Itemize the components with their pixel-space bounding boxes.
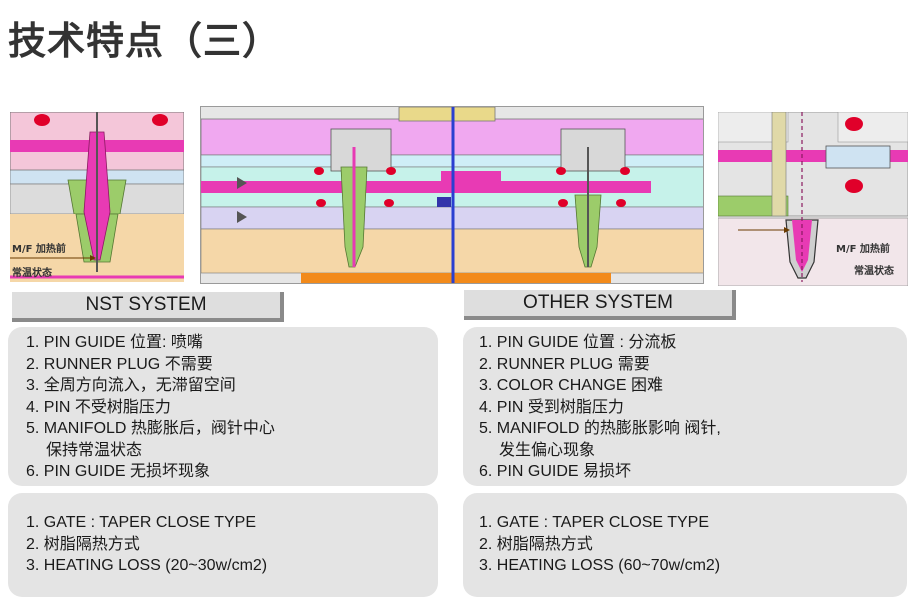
page-title: 技术特点（三） bbox=[8, 19, 282, 63]
list-item: 3. HEATING LOSS (20~30w/cm2) bbox=[26, 557, 268, 574]
other-features-box: 1. PIN GUIDE 位置 : 分流板 2. RUNNER PLUG 需要 … bbox=[463, 327, 907, 486]
list-item: 3. 全周方向流入，无滞留空间 bbox=[26, 377, 236, 394]
other-specs-box: 1. GATE : TAPER CLOSE TYPE 2. 树脂隔热方式 3. … bbox=[463, 493, 907, 597]
other-features-list: 1. PIN GUIDE 位置 : 分流板 2. RUNNER PLUG 需要 … bbox=[479, 332, 907, 483]
other-specs-list: 1. GATE : TAPER CLOSE TYPE 2. 树脂隔热方式 3. … bbox=[479, 512, 907, 577]
other-nozzle-diagram: M/F 加热前 常温状态 bbox=[718, 112, 908, 286]
list-item: 5. MANIFOLD 热膨胀后，阀针中心保持常温状态 bbox=[26, 420, 275, 459]
hot-runner-drawing bbox=[201, 107, 703, 283]
list-item: 2. 树脂隔热方式 bbox=[479, 535, 593, 553]
list-item: 3. HEATING LOSS (60~70w/cm2) bbox=[479, 557, 721, 574]
list-item: 3. COLOR CHANGE 困难 bbox=[479, 377, 664, 394]
right-label-before-heating: M/F 加热前 bbox=[836, 244, 890, 255]
list-item: 2. RUNNER PLUG 不需要 bbox=[26, 355, 213, 373]
nst-nozzle-diagram: M/F 加热前 常温状态 bbox=[10, 112, 184, 282]
nst-features-box: 1. PIN GUIDE 位置: 喷嘴 2. RUNNER PLUG 不需要 3… bbox=[8, 327, 438, 486]
list-item: 1. PIN GUIDE 位置: 喷嘴 bbox=[26, 334, 203, 351]
list-item: 1. PIN GUIDE 位置 : 分流板 bbox=[479, 334, 677, 351]
nst-specs-box: 1. GATE : TAPER CLOSE TYPE 2. 树脂隔热方式 3. … bbox=[8, 493, 438, 597]
list-item: 2. 树脂隔热方式 bbox=[26, 535, 140, 553]
left-label-room-temp: 常温状态 bbox=[12, 268, 52, 279]
other-system-header: OTHER SYSTEM bbox=[464, 290, 736, 320]
other-nozzle-drawing bbox=[718, 112, 908, 286]
list-item: 1. GATE : TAPER CLOSE TYPE bbox=[479, 514, 709, 531]
list-item: 5. MANIFOLD 的热膨胀影响 阀针,发生偏心现象 bbox=[479, 420, 721, 459]
nst-nozzle-drawing bbox=[10, 112, 184, 282]
list-item: 4. PIN 受到树脂压力 bbox=[479, 398, 624, 416]
nst-system-header: NST SYSTEM bbox=[12, 292, 284, 322]
list-item: 4. PIN 不受树脂压力 bbox=[26, 398, 171, 416]
nst-features-list: 1. PIN GUIDE 位置: 喷嘴 2. RUNNER PLUG 不需要 3… bbox=[26, 332, 438, 483]
list-item: 2. RUNNER PLUG 需要 bbox=[479, 355, 650, 373]
list-item: 1. GATE : TAPER CLOSE TYPE bbox=[26, 514, 256, 531]
nst-specs-list: 1. GATE : TAPER CLOSE TYPE 2. 树脂隔热方式 3. … bbox=[26, 512, 438, 577]
list-item: 6. PIN GUIDE 易损坏 bbox=[479, 463, 632, 480]
hot-runner-cross-section bbox=[200, 106, 704, 284]
left-label-before-heating: M/F 加热前 bbox=[12, 244, 66, 255]
right-label-room-temp: 常温状态 bbox=[854, 266, 894, 277]
list-item: 6. PIN GUIDE 无损坏现象 bbox=[26, 463, 211, 480]
